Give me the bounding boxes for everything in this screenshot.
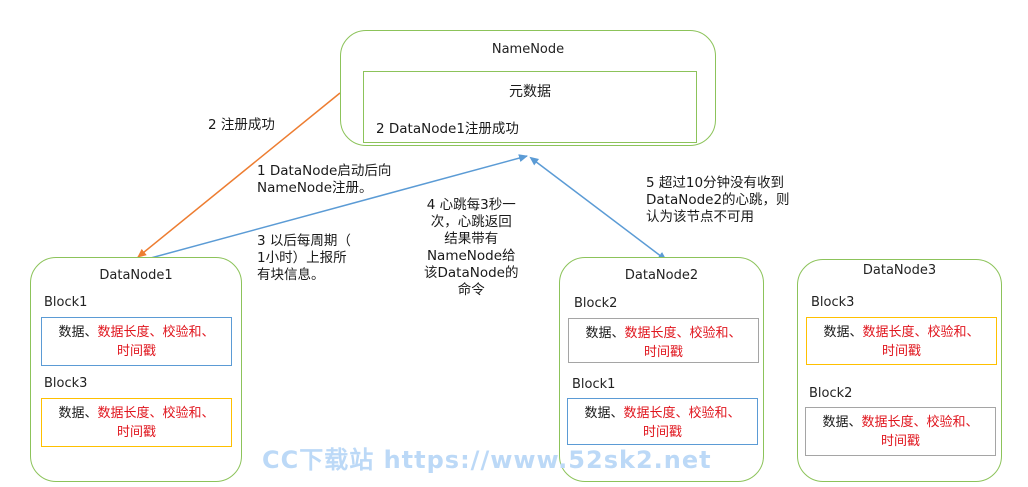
block-meta-red: 数据长度、校验和、 [862, 325, 980, 340]
block-meta-red: 数据长度、校验和、 [624, 326, 742, 341]
datanode1-block-label-2: Block3 [44, 376, 88, 391]
block-meta-red: 数据长度、校验和、 [623, 406, 741, 421]
datanode2-block-box-1: 数据、数据长度、校验和、 时间戳 [568, 318, 759, 363]
datanode3-box: DataNode3 Block3 数据、数据长度、校验和、 时间戳 Block2… [797, 259, 1002, 482]
datanode2-title: DataNode2 [624, 268, 699, 283]
annotation-heartbeat: 4 心跳每3秒一 次，心跳返回 结果带有 NameNode给 该DataNode… [424, 197, 519, 298]
namenode-title: NameNode [491, 42, 565, 57]
block-meta-red: 数据长度、校验和、 [861, 415, 979, 430]
block-prefix: 数据、 [822, 415, 862, 430]
datanode3-block-label-2: Block2 [809, 386, 853, 401]
block-meta-red: 数据长度、校验和、 [97, 325, 215, 340]
metadata-box: 元数据 2 DataNode1注册成功 [363, 71, 697, 143]
block-timestamp: 时间戳 [881, 344, 921, 359]
datanode1-block-box-2: 数据、数据长度、校验和、 时间戳 [41, 398, 232, 447]
block-timestamp: 时间戳 [880, 434, 920, 449]
datanode2-block-label-2: Block1 [572, 377, 616, 392]
datanode3-title: DataNode3 [862, 263, 937, 278]
block-timestamp: 时间戳 [643, 345, 683, 360]
register-request-arrow [135, 154, 528, 263]
block-prefix: 数据、 [58, 406, 98, 421]
metadata-title: 元数据 [509, 84, 551, 100]
block-timestamp: 时间戳 [116, 425, 156, 440]
datanode2-block-label-1: Block2 [574, 296, 618, 311]
block-prefix: 数据、 [58, 325, 98, 340]
heartbeat-arrow [529, 156, 667, 261]
datanode1-block-label-1: Block1 [44, 295, 88, 310]
annotation-periodic-report: 3 以后每周期（ 1小时）上报所 有块信息。 [257, 233, 351, 283]
annotation-start-register: 1 DataNode启动后向 NameNode注册。 [257, 163, 392, 196]
datanode2-block-box-2: 数据、数据长度、校验和、 时间戳 [567, 398, 758, 445]
datanode3-block-box-1: 数据、数据长度、校验和、 时间戳 [806, 317, 997, 365]
namenode-box: NameNode 元数据 2 DataNode1注册成功 [340, 30, 716, 146]
datanode3-block-label-1: Block3 [811, 295, 855, 310]
block-timestamp: 时间戳 [642, 425, 682, 440]
watermark-text: CC下载站 https://www.52sk2.net [262, 446, 712, 474]
annotation-timeout: 5 超过10分钟没有收到 DataNode2的心跳，则 认为该节点不可用 [646, 175, 790, 225]
metadata-entry: 2 DataNode1注册成功 [376, 121, 519, 137]
annotation-register-success: 2 注册成功 [208, 117, 275, 133]
block-prefix: 数据、 [585, 326, 625, 341]
datanode1-title: DataNode1 [99, 268, 173, 283]
datanode1-box: DataNode1 Block1 数据、数据长度、校验和、 时间戳 Block3… [30, 257, 242, 482]
block-prefix: 数据、 [584, 406, 624, 421]
block-timestamp: 时间戳 [116, 344, 156, 359]
register-success-arrow [137, 92, 341, 258]
datanode3-block-box-2: 数据、数据长度、校验和、 时间戳 [805, 407, 996, 456]
datanode2-box: DataNode2 Block2 数据、数据长度、校验和、 时间戳 Block1… [559, 257, 764, 482]
block-prefix: 数据、 [823, 325, 863, 340]
datanode1-block-box-1: 数据、数据长度、校验和、 时间戳 [41, 317, 232, 366]
block-meta-red: 数据长度、校验和、 [97, 406, 215, 421]
